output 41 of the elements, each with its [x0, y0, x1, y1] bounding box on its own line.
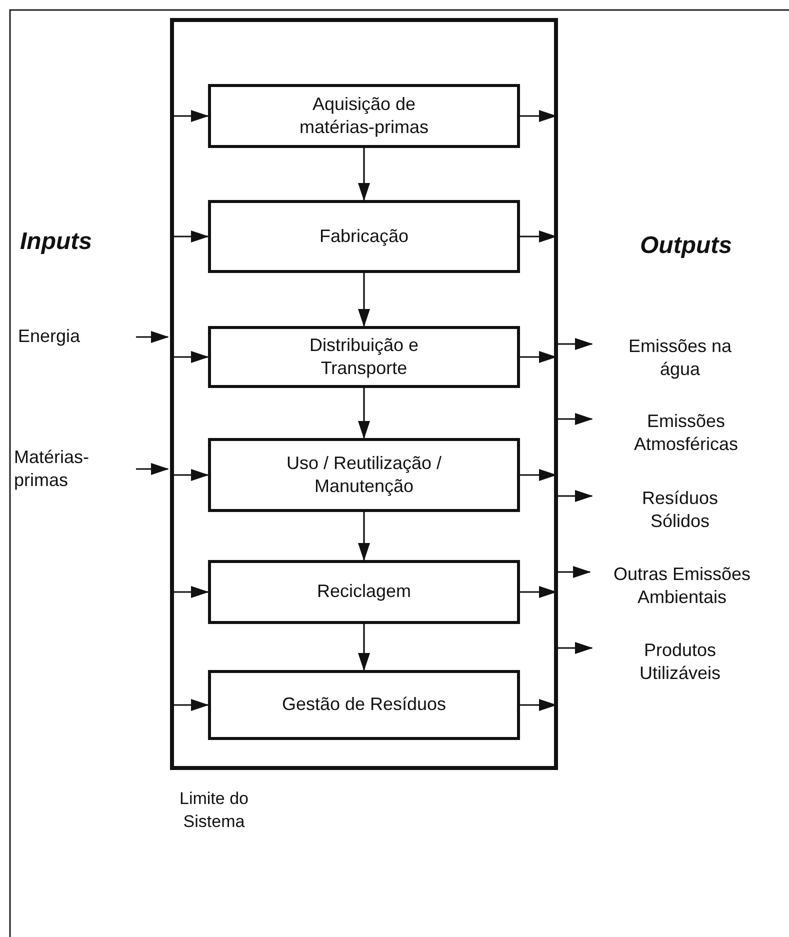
arrow	[358, 512, 370, 561]
arrow	[520, 699, 557, 711]
output-label: Emissões na água	[610, 332, 750, 384]
arrow	[358, 273, 370, 327]
arrow	[136, 463, 169, 475]
process-box: Uso / Reutilização / Manutenção	[208, 438, 520, 512]
arrow	[558, 566, 591, 578]
column-heading: Outputs	[640, 232, 732, 260]
arrow	[558, 490, 593, 502]
arrow	[520, 351, 557, 363]
process-box: Aquisição de matérias-primas	[208, 84, 520, 148]
arrow	[358, 148, 370, 201]
arrow	[358, 624, 370, 671]
process-box: Reciclagem	[208, 560, 520, 624]
input-label: Energia	[18, 320, 130, 354]
arrow	[136, 331, 169, 343]
arrow	[558, 413, 593, 425]
arrow	[172, 586, 209, 598]
arrow	[358, 388, 370, 439]
arrow	[520, 586, 557, 598]
boundary-caption: Limite do Sistema	[178, 788, 250, 833]
output-label: Produtos Utilizáveis	[610, 636, 750, 688]
arrow	[172, 699, 209, 711]
arrow	[172, 110, 209, 122]
arrow	[172, 230, 209, 242]
process-box: Gestão de Resíduos	[208, 670, 520, 740]
process-box: Fabricação	[208, 200, 520, 273]
column-heading: Inputs	[20, 228, 92, 256]
output-label: Resíduos Sólidos	[610, 484, 750, 536]
output-label: Emissões Atmosféricas	[596, 407, 776, 459]
output-label: Outras Emissões Ambientais	[592, 560, 772, 612]
input-label: Matérias-primas	[14, 438, 130, 500]
arrow	[520, 110, 557, 122]
process-box: Distribuição e Transporte	[208, 326, 520, 388]
arrow	[520, 469, 557, 481]
arrow	[520, 230, 557, 242]
system-boundary	[170, 18, 558, 770]
arrow	[172, 469, 209, 481]
arrow	[558, 338, 593, 350]
arrow	[558, 642, 593, 654]
arrow	[172, 351, 209, 363]
